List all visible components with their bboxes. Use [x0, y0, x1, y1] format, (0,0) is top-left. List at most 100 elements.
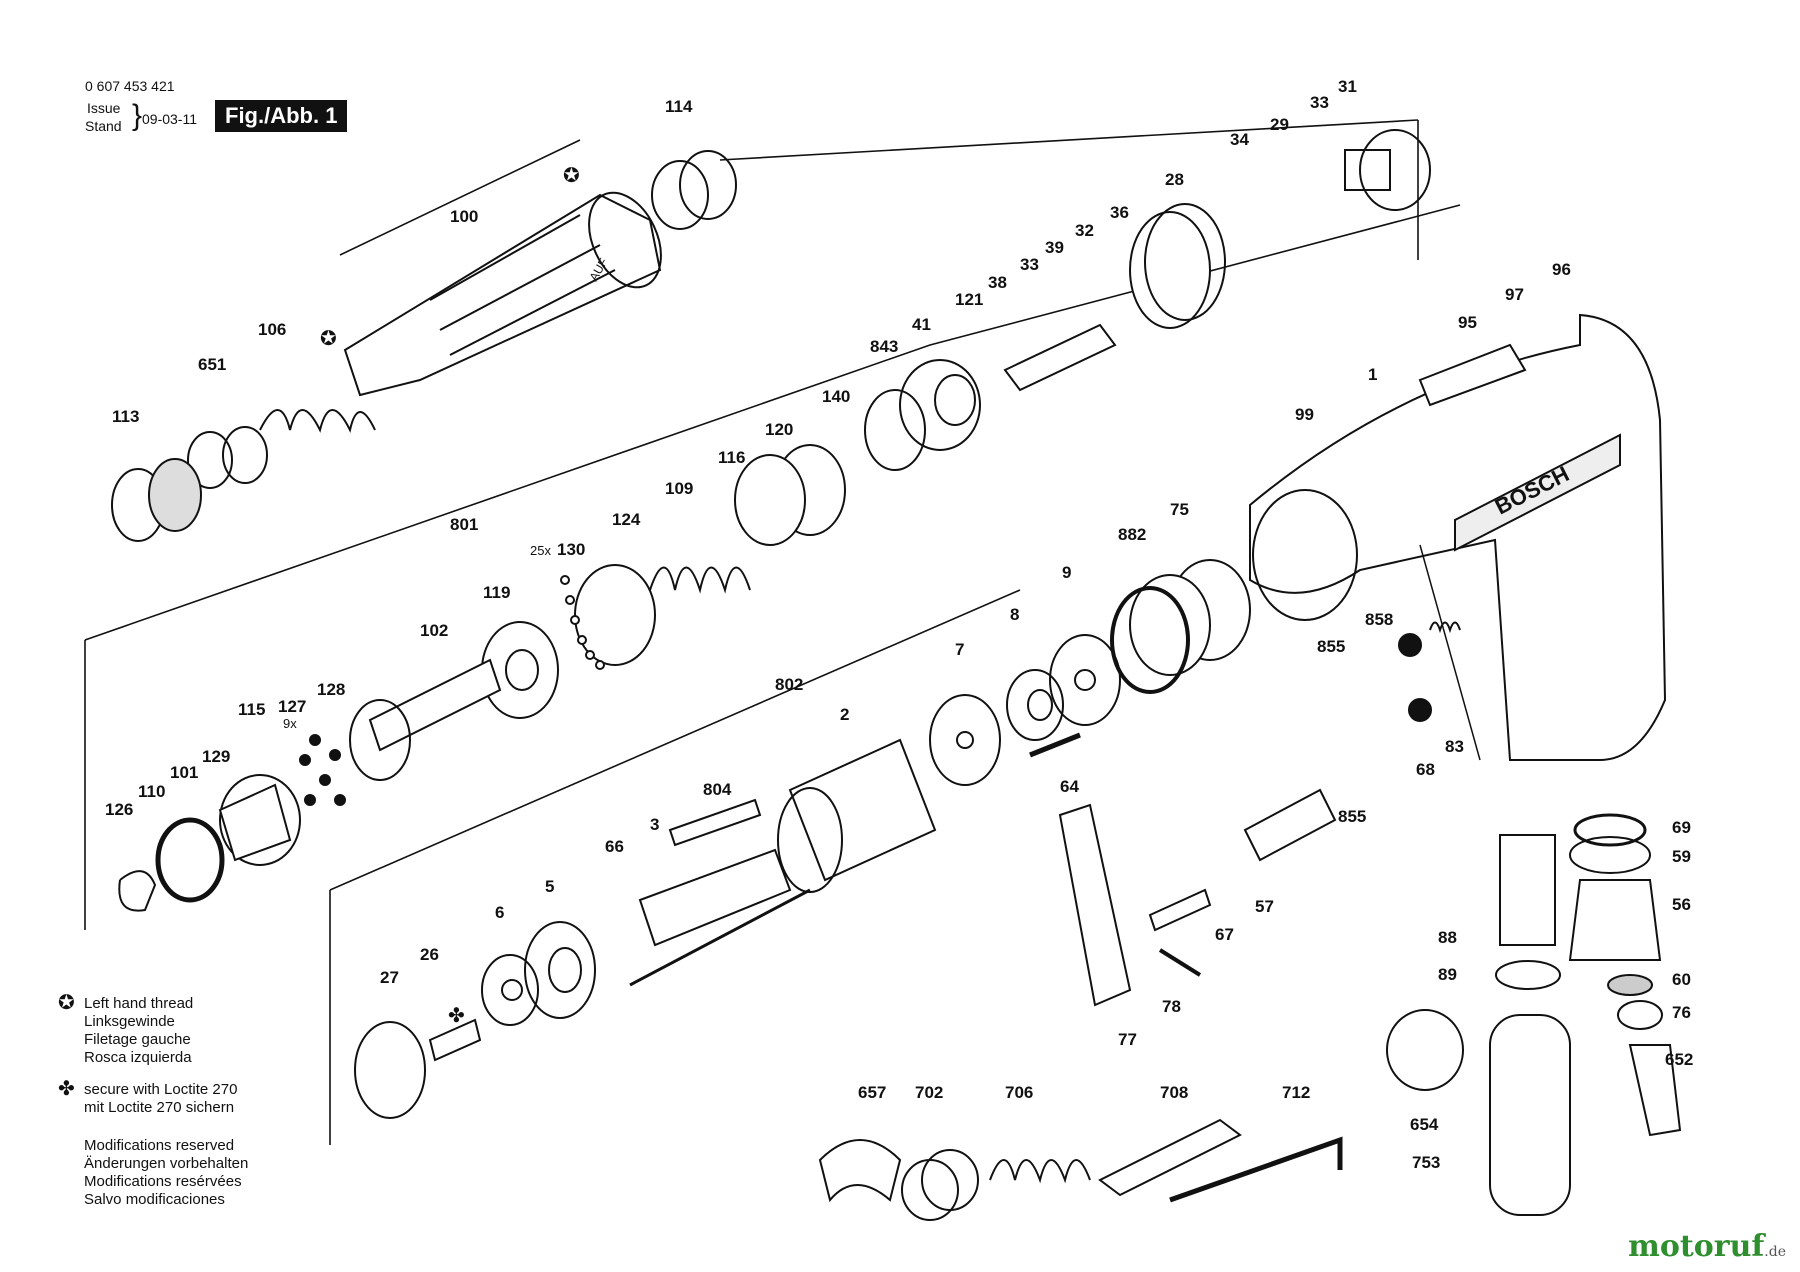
part-78-pin	[1158, 948, 1202, 977]
part-654-cap	[1386, 1009, 1464, 1091]
part-652-hose-fitting	[1628, 1044, 1682, 1137]
part-68-ball	[1398, 633, 1432, 722]
part-57-valve	[1243, 788, 1337, 862]
part-67-valve-stem	[1148, 888, 1212, 932]
label-114: 114	[665, 97, 693, 116]
label-652: 652	[1665, 1050, 1693, 1069]
label-882: 882	[1118, 525, 1146, 544]
label-34: 34	[1230, 130, 1249, 149]
label-102: 102	[420, 621, 448, 640]
label-38: 38	[988, 273, 1007, 292]
part-124-clutch-ring	[574, 564, 656, 666]
label-56: 56	[1672, 895, 1691, 914]
left-hand-thread-icon: ✪	[58, 992, 75, 1014]
watermark: motoruf.de	[1628, 1229, 1786, 1264]
part-8-bearing	[1006, 669, 1064, 741]
label-32: 32	[1075, 221, 1094, 240]
part-28-ring-gear	[1129, 203, 1226, 329]
part-88-brush	[1499, 834, 1556, 946]
part-113-nut	[111, 458, 202, 542]
legend-left-hand-thread: ✪ Left hand thread Linksgewinde Filetage…	[58, 992, 194, 1066]
part-27-shim	[354, 1021, 426, 1119]
label-28: 28	[1165, 170, 1184, 189]
part-126-clip	[118, 870, 157, 912]
label-706: 706	[1005, 1083, 1033, 1102]
label-27: 27	[380, 968, 399, 987]
part-712-hex-key	[1169, 1136, 1343, 1203]
part-64-pin	[1029, 732, 1081, 758]
label-39: 39	[1045, 238, 1064, 257]
part-882-oring	[1110, 586, 1190, 694]
label-78: 78	[1162, 997, 1181, 1016]
label-702: 702	[915, 1083, 943, 1102]
label-9: 9	[1062, 563, 1071, 582]
legend-loctite: ✤ secure with Loctite 270 mit Loctite 27…	[58, 1078, 238, 1116]
part-labels: 114 100 106 651 113 31 33 29 34 28 36 32…	[105, 77, 1693, 1172]
label-119: 119	[483, 583, 510, 602]
label-2: 2	[840, 705, 849, 724]
part-26-pinion	[428, 1018, 482, 1062]
label-120: 120	[765, 420, 793, 439]
part-59-gasket	[1569, 836, 1651, 874]
part-130-balls	[560, 575, 605, 670]
part-5-endplate	[524, 921, 596, 1019]
label-97: 97	[1505, 285, 1524, 304]
label-712: 712	[1282, 1083, 1310, 1102]
left-hand-thread-icon: ✪	[563, 165, 580, 187]
label-77: 77	[1118, 1030, 1137, 1049]
part-83-spring	[1429, 621, 1461, 634]
part-101-anvil	[218, 774, 301, 866]
label-66: 66	[605, 837, 624, 856]
label-843: 843	[870, 337, 898, 356]
issue-date: 09-03-11	[142, 111, 198, 127]
part-number: 0 607 453 421	[85, 78, 175, 94]
part-128-balls	[299, 734, 346, 806]
part-120-clutch	[734, 444, 846, 546]
label-1: 1	[1368, 365, 1377, 384]
label-8: 8	[1010, 605, 1019, 624]
part-106-spring	[259, 409, 376, 433]
label-130: 130	[557, 540, 585, 559]
label-110: 110	[138, 782, 165, 801]
label-88: 88	[1438, 928, 1457, 947]
label-128: 128	[317, 680, 345, 699]
part-121-spindle	[1003, 323, 1117, 392]
issue-label: Issue	[87, 100, 121, 116]
part-1-housing: BOSCH	[1249, 313, 1667, 761]
loctite-icon: ✤	[58, 1078, 75, 1100]
part-6-bearing	[481, 954, 539, 1026]
label-83: 83	[1445, 737, 1464, 756]
label-801: 801	[450, 515, 478, 534]
label-116: 116	[718, 448, 745, 467]
part-100-sleeve: AUF	[343, 191, 662, 397]
label-100: 100	[450, 207, 478, 226]
label-57: 57	[1255, 897, 1274, 916]
label-126: 126	[105, 800, 133, 819]
label-69: 69	[1672, 818, 1691, 837]
label-25x: 25x	[530, 543, 551, 558]
part-843-ring	[864, 389, 926, 471]
part-7-endplate	[929, 694, 1001, 786]
part-708-wrench	[1098, 1118, 1242, 1197]
label-64: 64	[1060, 777, 1079, 796]
label-804: 804	[703, 780, 732, 799]
part-3-rotor	[638, 848, 792, 947]
label-59: 59	[1672, 847, 1691, 866]
group-frame-lines	[84, 119, 1461, 1145]
part-41-bearing	[899, 359, 981, 451]
label-113: 113	[112, 407, 139, 426]
label-89: 89	[1438, 965, 1457, 984]
part-2-cylinder	[777, 738, 937, 893]
part-651-bushing	[187, 426, 268, 489]
label-95: 95	[1458, 313, 1477, 332]
label-127: 127	[278, 697, 306, 716]
part-89-cap	[1495, 960, 1561, 990]
label-124: 124	[612, 510, 641, 529]
part-753-muffler	[1489, 1014, 1571, 1216]
label-651: 651	[198, 355, 226, 374]
part-77-trigger	[1058, 803, 1132, 1007]
part-76-nut	[1617, 1000, 1663, 1030]
figure-label: Fig./Abb. 1	[215, 100, 348, 132]
label-26: 26	[420, 945, 439, 964]
label-129: 129	[202, 747, 230, 766]
